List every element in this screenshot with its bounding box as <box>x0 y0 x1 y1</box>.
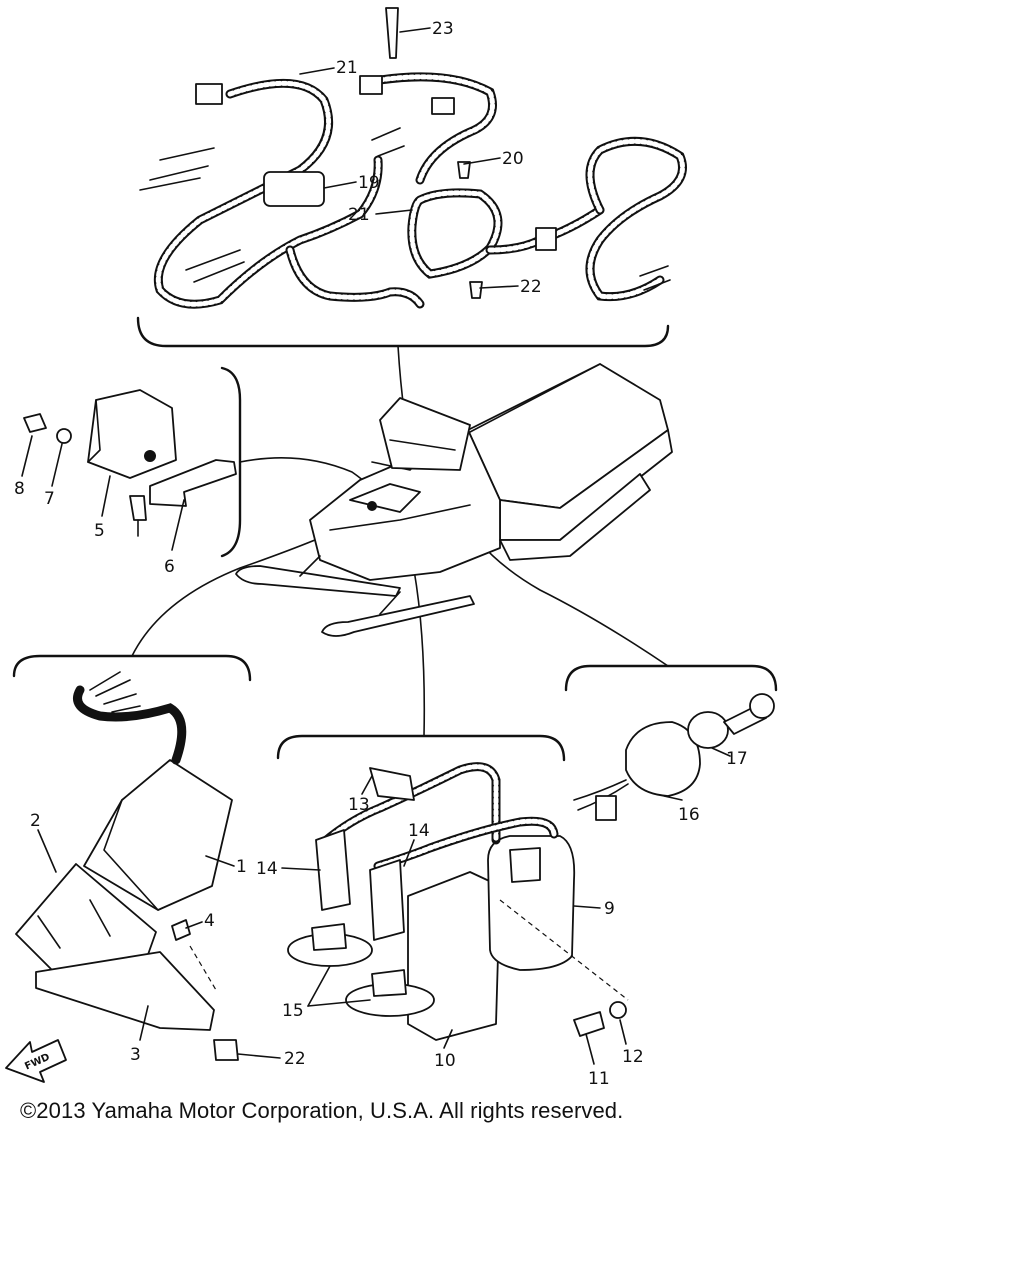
callout-21-upper: 20 <box>502 149 524 169</box>
callout-4: 4 <box>204 911 215 931</box>
wire-harness-group <box>139 7 687 309</box>
callout-3: 3 <box>130 1045 141 1065</box>
bracket-center-coil <box>276 734 566 762</box>
callout-14-left: 14 <box>256 859 278 879</box>
callout-21-lower: 22 <box>520 277 542 297</box>
cdi-group <box>15 671 239 1061</box>
regulator-group <box>23 389 237 537</box>
callout-1: 1 <box>236 857 247 877</box>
callout-14-right: 14 <box>408 821 430 841</box>
ignition-coil-group <box>287 762 629 1041</box>
snowmobile <box>235 363 673 637</box>
bracket-left-cdi <box>12 654 252 682</box>
callout-11: 11 <box>588 1069 610 1089</box>
bracket-top-harness <box>136 316 670 348</box>
callout-17: 17 <box>726 749 748 769</box>
bracket-right-switch <box>564 664 778 692</box>
bracket-left-regulator <box>220 366 242 558</box>
fwd-arrow-icon: FWD <box>5 1039 67 1083</box>
main-switch-group <box>573 693 775 821</box>
callout-5: 5 <box>94 521 105 541</box>
callout-20: 21 <box>348 205 370 225</box>
callout-13: 13 <box>348 795 370 815</box>
callout-23: 23 <box>432 19 454 39</box>
callout-22-text: 22 <box>284 1049 306 1069</box>
callout-10: 10 <box>434 1051 456 1071</box>
copyright-notice: ©2013 Yamaha Motor Corporation, U.S.A. A… <box>20 1098 624 1123</box>
callout-8: 8 <box>14 479 25 499</box>
callouts: 23 21 20 19 21 22 8 7 5 6 2 1 4 3 23 22 … <box>14 19 748 1089</box>
callout-2: 2 <box>30 811 41 831</box>
parts-diagram: 23 21 20 19 21 22 8 7 5 6 2 1 4 3 23 22 … <box>5 7 778 1089</box>
callout-6: 6 <box>164 557 175 577</box>
callout-19: 19 <box>358 173 380 193</box>
callout-16: 16 <box>678 805 700 825</box>
callout-12: 12 <box>622 1047 644 1067</box>
callout-7: 7 <box>44 489 55 509</box>
callout-9: 9 <box>604 899 615 919</box>
callout-15: 15 <box>282 1001 304 1021</box>
callout-18: 21 <box>336 58 358 78</box>
